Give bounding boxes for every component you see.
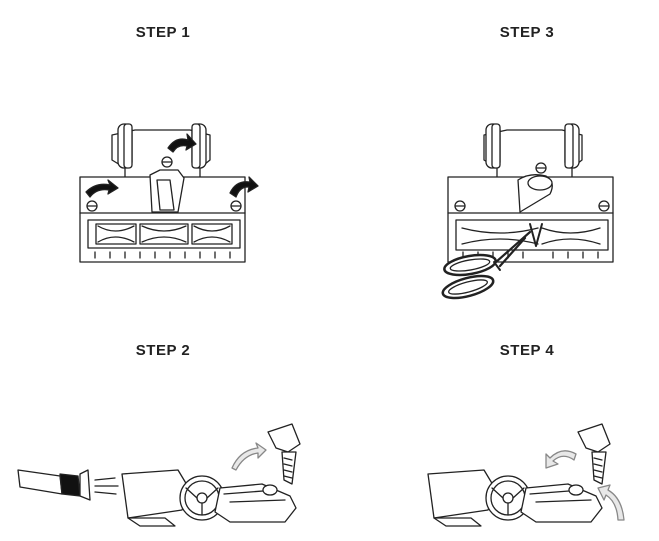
step-1-title: STEP 1 <box>135 24 191 41</box>
step-3-nozzle-scissors-illustration <box>441 123 614 300</box>
step-1-nozzle-illustration <box>79 123 259 263</box>
step-2-title: STEP 2 <box>135 342 191 359</box>
step-4-title: STEP 4 <box>499 342 555 359</box>
step-3-title: STEP 3 <box>499 24 555 41</box>
step-4-side-view-illustration <box>427 423 625 527</box>
step-2-side-view-illustration <box>17 423 301 527</box>
